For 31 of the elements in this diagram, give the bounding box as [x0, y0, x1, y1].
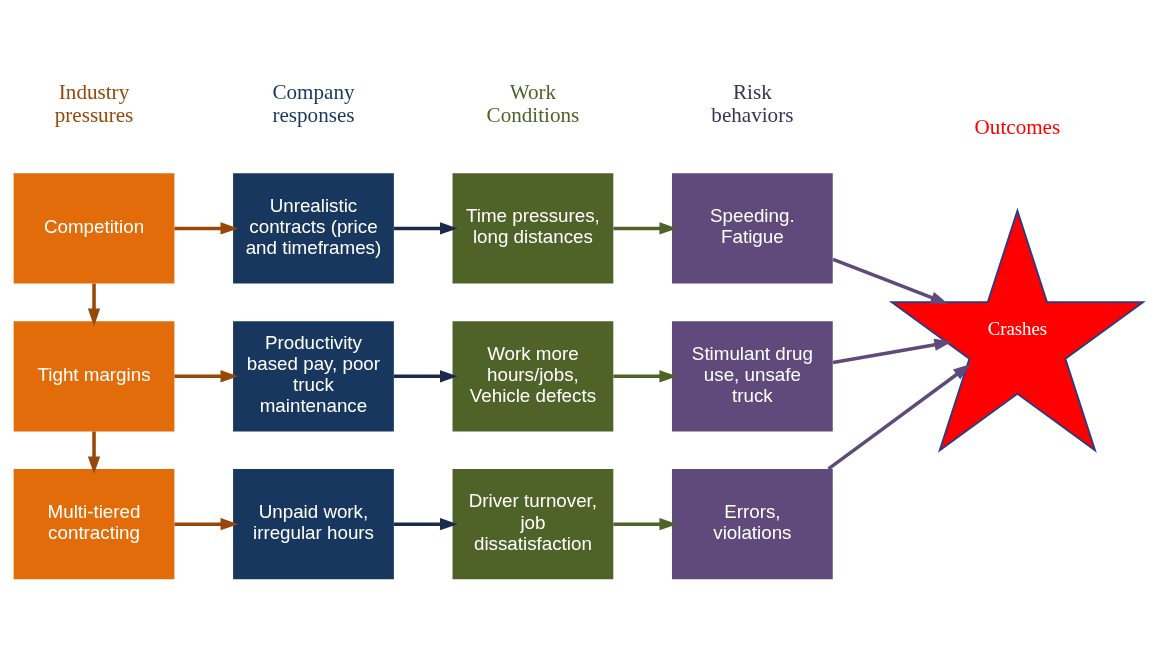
arrow	[393, 369, 458, 382]
arrow	[613, 221, 678, 235]
arrow	[393, 517, 458, 530]
node-box: Driver turnover, job dissatisfaction	[452, 468, 614, 579]
arrow	[393, 221, 458, 235]
arrow	[174, 517, 239, 530]
node-box: Unrealistic contracts (price and timeframes)	[233, 172, 394, 284]
label: Work Conditions	[486, 79, 580, 127]
arrow	[174, 221, 239, 235]
node-box: Unpaid work, irregular hours	[233, 468, 394, 579]
node-box: Speeding. Fatigue	[672, 172, 833, 284]
node-box: Errors, violations	[672, 468, 833, 579]
arrow	[827, 363, 971, 470]
node-box: Tight margins	[13, 320, 175, 431]
arrow	[613, 517, 678, 530]
node-box: Work more hours/jobs, Vehicle defects	[452, 320, 614, 431]
node-box: Productivity based pay, poor truck maintenance	[233, 320, 394, 431]
label: Outcomes	[974, 114, 1061, 139]
arrow	[87, 431, 101, 474]
label: Company responses	[272, 79, 355, 127]
arrow	[174, 369, 239, 382]
node-box: Competition	[13, 172, 175, 284]
node-box: Multi-tiered contracting	[13, 468, 175, 579]
node-box: Stimulant drug use, unsafe truck	[672, 320, 833, 431]
label: Risk behaviors	[711, 79, 794, 127]
label: Industry pressures	[54, 79, 134, 127]
arrow	[613, 369, 678, 382]
arrow	[832, 338, 952, 364]
arrow	[87, 283, 101, 326]
node-box: Time pressures, long distances	[452, 172, 614, 284]
arrow	[832, 257, 949, 304]
